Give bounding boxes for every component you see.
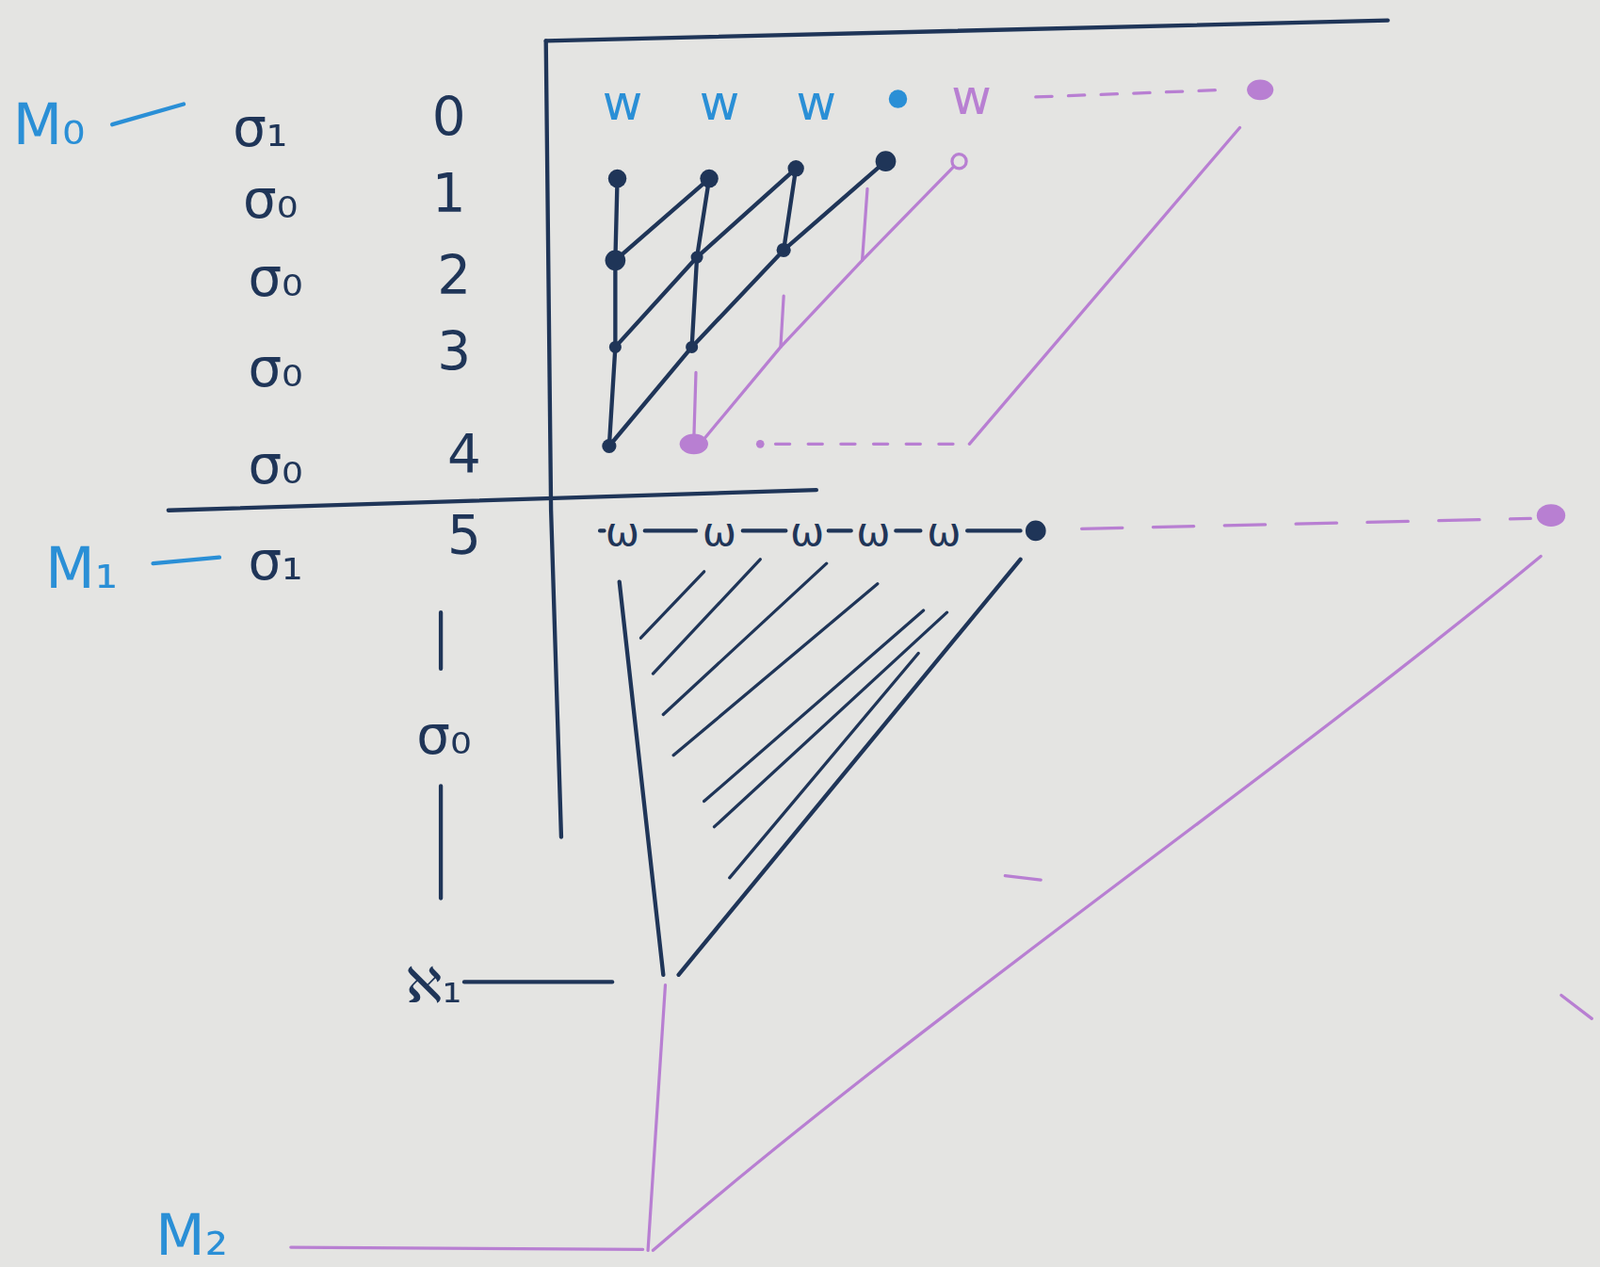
w-mark: w	[602, 77, 644, 127]
sigma-label: σ₀	[242, 172, 298, 226]
row-number: 0	[432, 90, 467, 144]
row-number: 4	[447, 427, 482, 481]
omega-mark: ω	[926, 510, 961, 551]
w-mark: w	[951, 72, 992, 122]
w-mark: w	[796, 77, 838, 127]
sigma-label: σ₀	[247, 437, 303, 491]
sigma-label: σ₁	[232, 100, 288, 154]
omega-mark: ω	[605, 510, 640, 551]
model-label: M₂	[155, 1206, 228, 1264]
model-label: M₁	[45, 539, 118, 598]
row-number: 1	[432, 167, 467, 221]
sigma-label: σ₀	[247, 251, 303, 305]
model-label: M₀	[13, 96, 86, 154]
ordinal-label: ℵ₁	[405, 960, 463, 1010]
w-mark: w	[699, 77, 741, 127]
sigma-label: σ₀	[416, 708, 471, 761]
row-number: 2	[436, 248, 471, 302]
row-number: 3	[436, 325, 471, 379]
sigma-label: σ₁	[247, 534, 303, 588]
omega-mark: ω	[856, 510, 890, 551]
sigma-label: σ₀	[247, 340, 303, 394]
omega-mark: ω	[702, 510, 737, 551]
omega-mark: ω	[790, 510, 825, 551]
row-number: 5	[447, 509, 482, 563]
